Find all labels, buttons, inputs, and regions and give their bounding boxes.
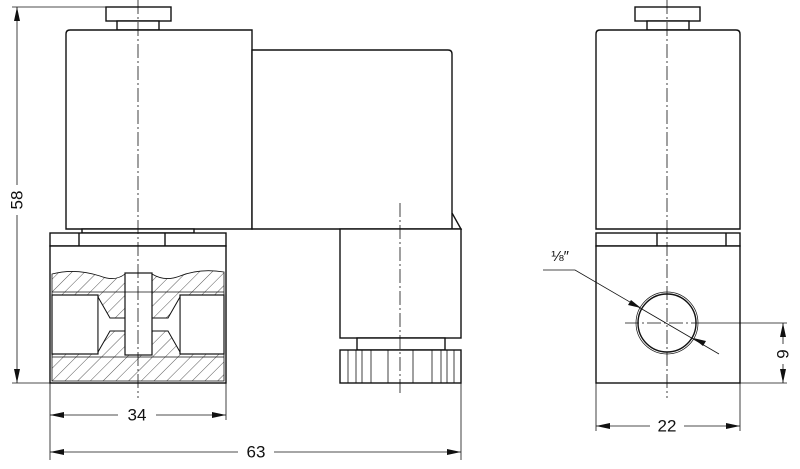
dimension-34: 34 bbox=[49, 383, 227, 460]
dimension-58: 58 bbox=[7, 6, 106, 384]
dimension-label-height: 58 bbox=[7, 191, 26, 210]
coil bbox=[65, 29, 253, 230]
valve-body bbox=[595, 245, 741, 384]
dimension-label-body-width: 34 bbox=[128, 405, 147, 424]
port-size-leader: ⅛″ bbox=[543, 248, 720, 355]
plug-neck bbox=[356, 337, 446, 351]
dimension-22: 22 bbox=[595, 383, 741, 435]
plug-body bbox=[339, 228, 462, 339]
dimension-label-port-height: 9 bbox=[773, 349, 792, 358]
port-size-label: ⅛″ bbox=[551, 248, 570, 265]
coil bbox=[595, 29, 741, 230]
coil-nut bbox=[634, 6, 701, 22]
inlet-port bbox=[51, 294, 99, 355]
end-view: ⅛″ 9 22 bbox=[543, 0, 792, 435]
coil-nut bbox=[105, 6, 172, 22]
coil-stem bbox=[646, 20, 690, 31]
base-plate bbox=[595, 232, 741, 247]
connector-housing bbox=[251, 49, 463, 230]
plunger-bore bbox=[124, 272, 153, 356]
knurled-ring bbox=[339, 349, 462, 384]
dimension-label-total-width: 63 bbox=[247, 442, 266, 461]
dimension-9: 9 bbox=[740, 323, 792, 384]
dimension-label-end-width: 22 bbox=[658, 416, 677, 435]
dimension-63: 63 bbox=[50, 383, 462, 461]
outlet-port bbox=[179, 294, 225, 355]
side-view: 58 34 63 bbox=[7, 0, 463, 461]
